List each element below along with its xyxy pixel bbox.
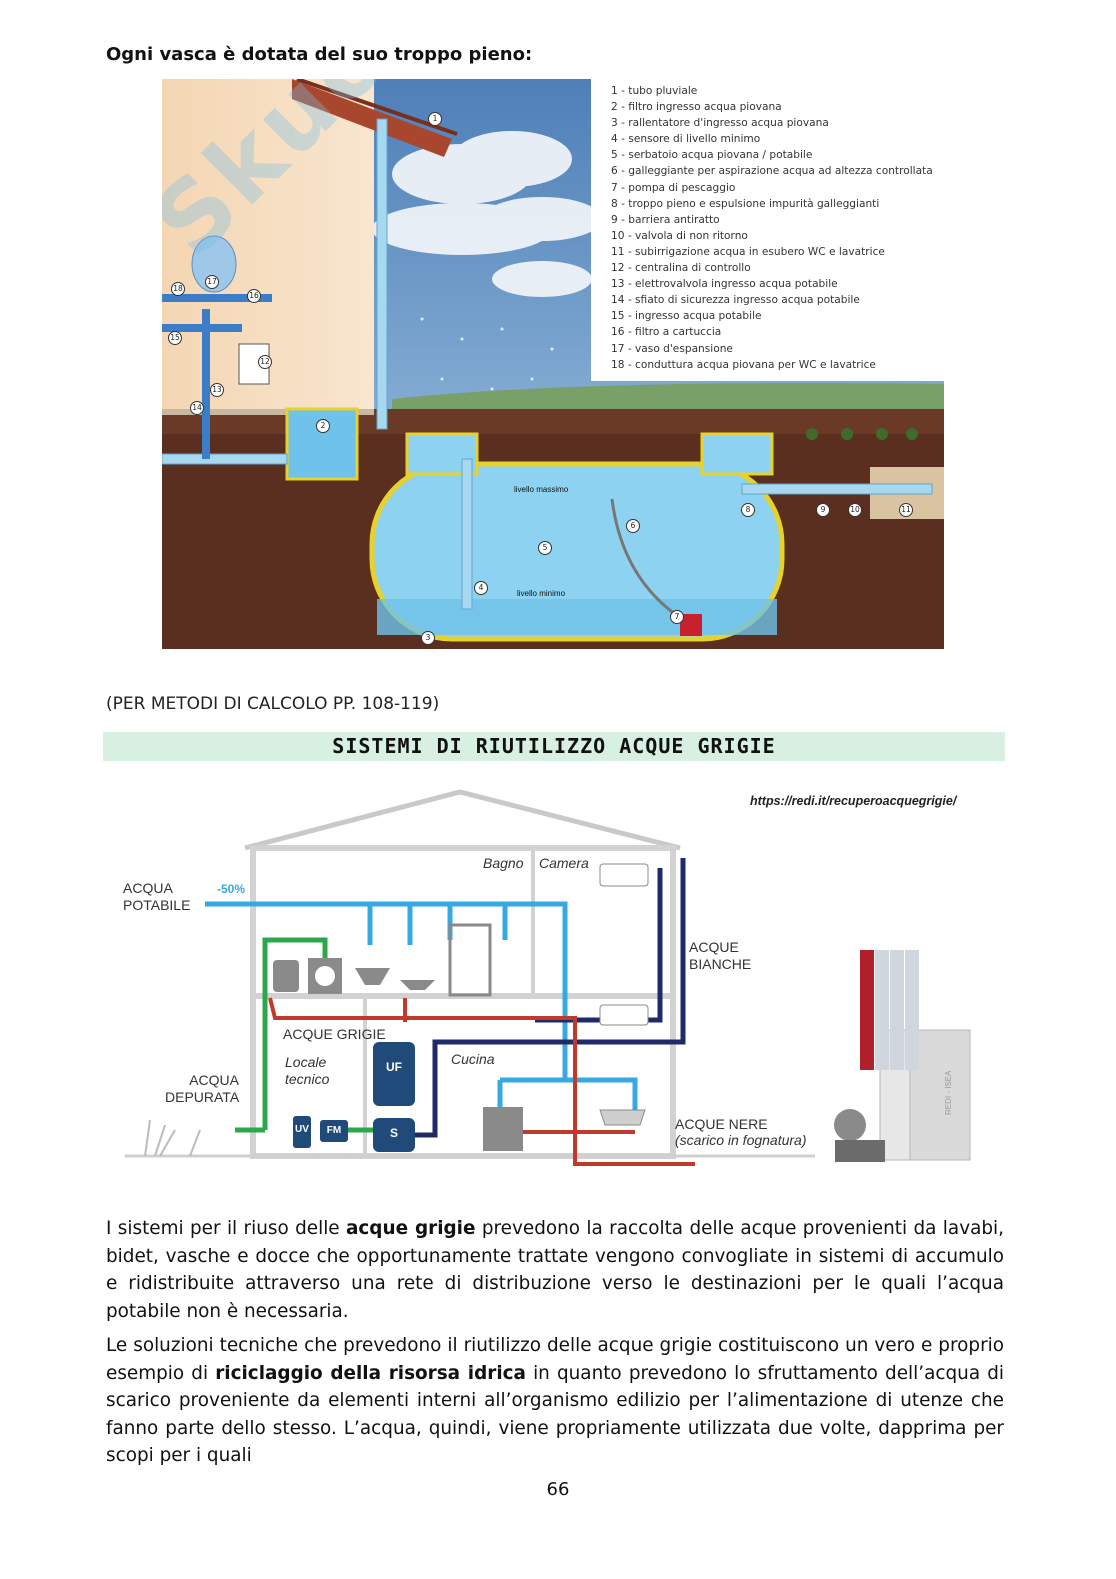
greywater-system-diagram: https://redi.it/recuperoacquegrigie/ ACQ… — [105, 780, 1005, 1180]
legend-item: 5 - serbatoio acqua piovana / potabile — [611, 149, 813, 162]
callout-2: 2 — [316, 419, 330, 433]
rainwater-tank-diagram: Skuola.net livello massimo livello minim… — [162, 79, 944, 649]
legend-item: 4 - sensore di livello minimo — [611, 133, 761, 146]
callout-17: 17 — [205, 275, 219, 289]
p2-text: in quanto prevedono lo sfruttamento dell… — [106, 1362, 1005, 1467]
machine-label: REDI - ISEA — [944, 1070, 953, 1115]
paragraph-2: Le soluzioni tecniche che prevedono il r… — [106, 1332, 1004, 1470]
scarico-label: (scarico in fognatura) — [675, 1132, 807, 1148]
source-url[interactable]: https://redi.it/recuperoacquegrigie/ — [750, 794, 957, 808]
legend-item: 11 - subirrigazione acqua in esubero WC … — [611, 245, 885, 258]
uv-unit: UV — [295, 1124, 309, 1135]
p1-bold: acque grigie — [346, 1218, 476, 1239]
legend-item: 14 - sfiato di sicurezza ingresso acqua … — [611, 294, 860, 307]
callout-14: 14 — [190, 401, 204, 415]
callout-4: 4 — [474, 581, 488, 595]
callout-9: 9 — [816, 503, 830, 517]
legend-item: 3 - rallentatore d'ingresso acqua piovan… — [611, 117, 829, 130]
minus-50-label: -50% — [217, 882, 246, 896]
callout-18: 18 — [171, 282, 185, 296]
p2-text: Le soluzioni tecniche che prevedono il r… — [106, 1335, 1004, 1384]
callout-7: 7 — [670, 610, 684, 624]
section-bar: SISTEMI DI RIUTILIZZO ACQUE GRIGIE — [103, 732, 1005, 761]
acqua-potabile-label: ACQUA POTABILE — [123, 880, 191, 913]
acqua-depurata-label: ACQUA DEPURATA — [165, 1072, 240, 1105]
p1-text: prevedono la raccolta delle acque proven… — [106, 1218, 1004, 1322]
callout-15: 15 — [168, 331, 182, 345]
legend-item: 18 - conduttura acqua piovana per WC e l… — [611, 358, 876, 371]
greywater-house-illustration — [125, 789, 971, 1166]
locale-tecnico-label: Locale tecnico — [285, 1054, 330, 1087]
level-max-label: livello massimo — [514, 485, 569, 494]
legend-item: 10 - valvola di non ritorno — [611, 229, 748, 242]
callout-8: 8 — [741, 503, 755, 517]
acque-bianche-label: ACQUE BIANCHE — [689, 939, 752, 972]
callout-12: 12 — [258, 355, 272, 369]
acque-nere-label: ACQUE NERE — [675, 1116, 768, 1132]
acque-grigie-label: ACQUE GRIGIE — [283, 1026, 386, 1042]
calculation-note: (PER METODI DI CALCOLO PP. 108-119) — [106, 694, 440, 714]
legend-item: 17 - vaso d'espansione — [611, 342, 733, 355]
callout-5: 5 — [538, 541, 552, 555]
bagno-label: Bagno — [483, 855, 524, 871]
heading: Ogni vasca è dotata del suo troppo pieno… — [106, 44, 533, 65]
p1-text: I sistemi per il riuso delle — [106, 1218, 346, 1239]
callout-16: 16 — [247, 289, 261, 303]
cucina-label: Cucina — [451, 1051, 495, 1067]
paragraph-1: I sistemi per il riuso delle acque grigi… — [106, 1215, 1004, 1325]
callout-3: 3 — [421, 631, 435, 645]
legend-item: 6 - galleggiante per aspirazione acqua a… — [611, 165, 933, 178]
callout-1: 1 — [428, 112, 442, 126]
s-unit: S — [389, 1126, 398, 1140]
camera-label: Camera — [539, 855, 589, 871]
legend-item: 2 - filtro ingresso acqua piovana — [611, 101, 782, 114]
uf-unit: UF — [386, 1060, 402, 1074]
callout-11: 11 — [899, 503, 913, 517]
fm-unit: FM — [326, 1125, 342, 1136]
callout-13: 13 — [210, 383, 224, 397]
p2-bold: riciclaggio della risorsa idrica — [215, 1362, 526, 1384]
legend-item: 1 - tubo pluviale — [611, 85, 698, 97]
legend-item: 8 - troppo pieno e espulsione impurità g… — [611, 197, 880, 210]
legend-item: 7 - pompa di pescaggio — [611, 181, 736, 194]
legend-item: 16 - filtro a cartuccia — [611, 326, 722, 339]
callout-10: 10 — [848, 503, 862, 517]
legend-item: 12 - centralina di controllo — [611, 262, 751, 275]
section-title: SISTEMI DI RIUTILIZZO ACQUE GRIGIE — [332, 734, 776, 758]
legend-item: 13 - elettrovalvola ingresso acqua potab… — [611, 278, 838, 291]
legend-item: 15 - ingresso acqua potabile — [611, 310, 762, 323]
callout-6: 6 — [626, 519, 640, 533]
page-number: 66 — [546, 1479, 570, 1500]
level-min-label: livello minimo — [517, 589, 566, 598]
legend-item: 9 - barriera antiratto — [611, 213, 720, 226]
legend: 1 - tubo pluviale 2 - filtro ingresso ac… — [591, 79, 944, 381]
